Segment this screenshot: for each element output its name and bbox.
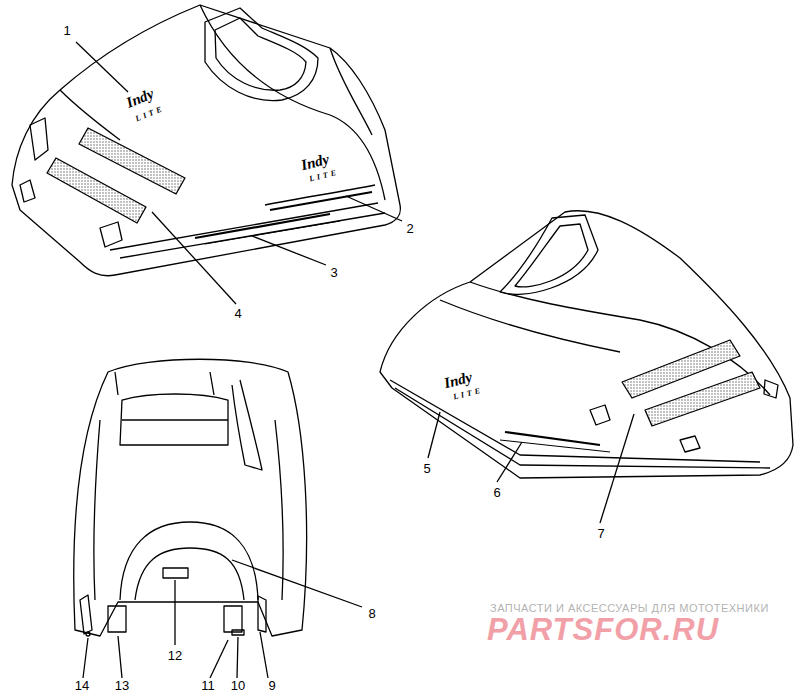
watermark: PARTSFOR.RU xyxy=(487,614,719,645)
callout-number: 5 xyxy=(421,461,432,476)
callout-number: 14 xyxy=(73,678,91,693)
callout-number: 13 xyxy=(113,678,131,693)
watermark: ЗАПЧАСТИ И АКСЕССУАРЫ ДЛЯ МОТОТЕХНИКИ xyxy=(490,603,769,614)
callout-number: 11 xyxy=(199,678,217,693)
callout-number: 6 xyxy=(491,485,502,500)
callout-number: 3 xyxy=(328,265,339,280)
callout-number: 4 xyxy=(232,306,243,321)
callout-number: 1 xyxy=(61,23,72,38)
callout-number: 2 xyxy=(404,221,415,236)
callout-number: 12 xyxy=(166,648,184,663)
callout-number: 7 xyxy=(595,526,606,541)
callout-number: 8 xyxy=(366,606,377,621)
callout-number: 9 xyxy=(266,678,277,693)
callout-number: 10 xyxy=(229,678,247,693)
